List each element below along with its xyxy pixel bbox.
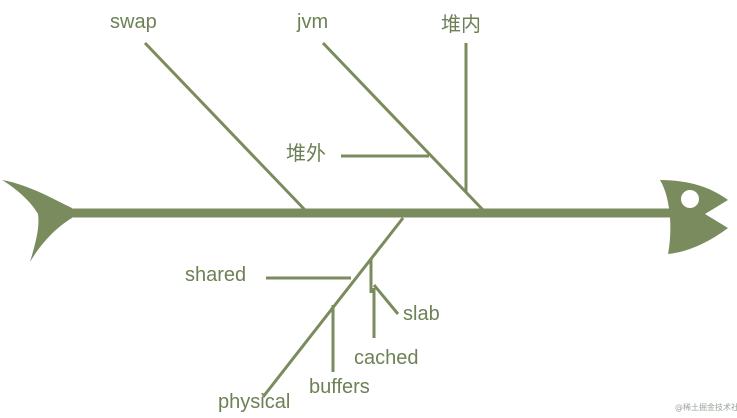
watermark-text: @稀土掘金技术社区	[675, 402, 737, 412]
fish-eye	[681, 190, 699, 208]
bone-jvm	[321, 41, 486, 213]
fish-head	[660, 180, 728, 254]
label-shared: shared	[185, 264, 246, 286]
fish-tail	[2, 180, 72, 262]
label-cached: cached	[354, 347, 419, 369]
label-heap-outer: 堆外	[286, 141, 326, 165]
label-heap-inner: 堆内	[441, 12, 481, 36]
label-swap: swap	[110, 11, 157, 33]
bone-slab-diagonal	[372, 284, 400, 315]
bone-swap	[143, 41, 308, 213]
label-slab: slab	[403, 303, 440, 325]
fish-spine	[60, 208, 680, 218]
label-buffers: buffers	[309, 376, 370, 398]
label-jvm: jvm	[296, 11, 328, 33]
label-physical: physical	[218, 391, 290, 413]
